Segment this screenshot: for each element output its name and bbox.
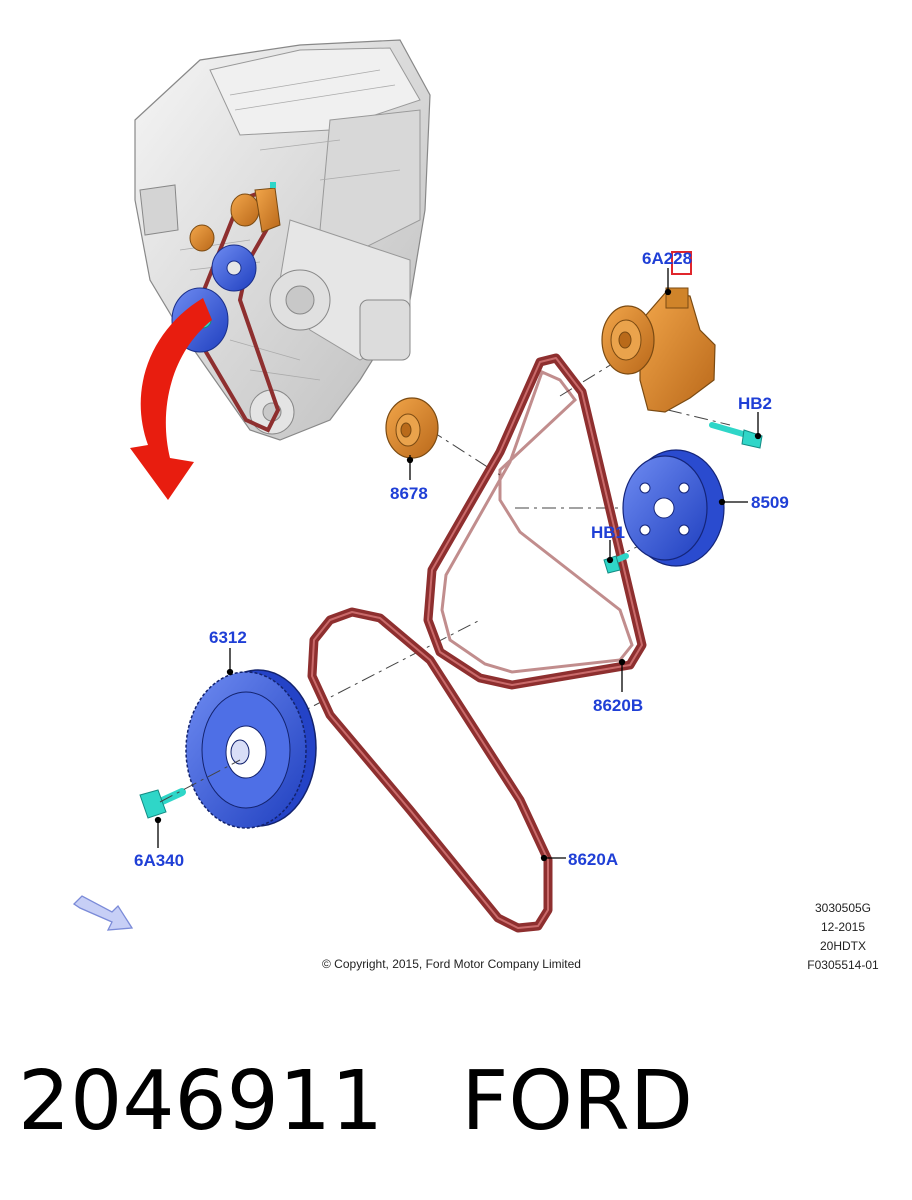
- callout-tensioner: 6A228: [642, 249, 693, 268]
- bolt-hb2: [709, 422, 763, 449]
- part-caption: 2046911 FORD: [18, 1052, 898, 1152]
- crankshaft-pulley: [185, 669, 317, 829]
- callout-belt-a: 8620A: [568, 850, 619, 869]
- copyright-notice: © Copyright, 2015, Ford Motor Company Li…: [322, 957, 581, 971]
- meta-date: 12-2015: [820, 920, 866, 934]
- meta-model-code: 20HDTX: [819, 939, 866, 953]
- callout-crank-bolt: 6A340: [134, 851, 185, 870]
- idler-pulley: [385, 397, 439, 459]
- callout-water-pump-pulley: 8509: [751, 493, 789, 512]
- part-number: 2046911: [18, 1054, 384, 1149]
- water-pump-pulley: [622, 449, 725, 567]
- callout-crank-pulley: 6312: [209, 628, 247, 647]
- crank-bolt: [139, 759, 241, 819]
- callout-hb1: HB1: [591, 523, 626, 542]
- tensioner-assembly: [601, 251, 716, 413]
- view-direction-arrow: [72, 895, 134, 931]
- callout-hb2: HB2: [738, 394, 773, 413]
- callout-belt-b: 8620B: [593, 696, 644, 715]
- meta-code: 3030505G: [814, 901, 872, 915]
- diagram-canvas: [72, 39, 763, 933]
- brand-name: FORD: [461, 1054, 694, 1149]
- meta-figure-id: F0305514-01: [807, 958, 879, 972]
- exploded-diagram: 6A228 HB2 8678 8509 HB1 6312 8620B 6A340…: [72, 39, 879, 972]
- belt-8620b: [423, 353, 647, 690]
- engine-overview: [130, 39, 431, 500]
- belt-8620a: [307, 607, 553, 933]
- callout-idler: 8678: [390, 484, 428, 503]
- leader-lines: [154, 268, 762, 862]
